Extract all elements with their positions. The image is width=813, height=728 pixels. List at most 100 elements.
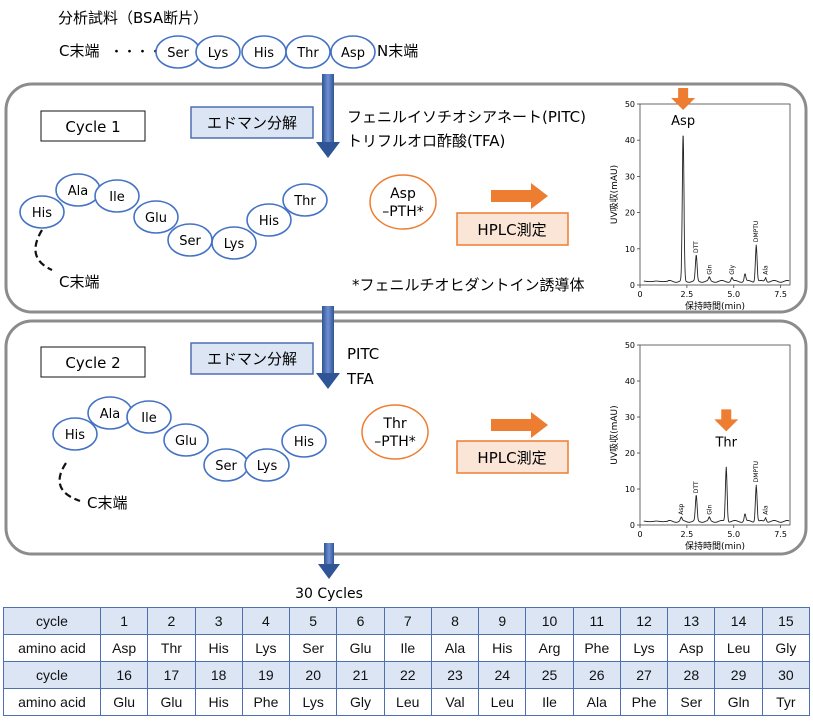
sample-n-term: N末端 (377, 42, 418, 60)
amino-acid-cell: Ala (430, 634, 480, 662)
peak-apex (755, 484, 757, 486)
y-tick-label: 10 (625, 245, 635, 254)
amino-acid-cell: Ser (667, 688, 716, 716)
row-label-amino-acid: amino acid (3, 634, 101, 662)
cycle-number-cell: 6 (336, 607, 385, 635)
highlighted-peak-label: Thr (714, 435, 737, 450)
cycle-number-cell: 12 (619, 607, 669, 635)
x-tick-label: 5.0 (727, 530, 740, 539)
amino-acid-cell: Thr (147, 634, 196, 662)
peak-apex (695, 495, 697, 497)
cycle1-pth-suffix: –PTH* (382, 204, 424, 220)
peak-label: Asp (678, 504, 685, 515)
amino-acid-cell: Glu (147, 688, 196, 716)
cycle2-c-term-tail (58, 462, 81, 503)
cycle1-residue-label: Ala (68, 184, 88, 199)
chromatogram-trace (643, 467, 790, 523)
cycle1-residue-label: Lys (224, 237, 245, 252)
peak-apex (680, 517, 682, 519)
amino-acid-cell: Gly (761, 634, 811, 662)
peak-label: Ala (763, 505, 770, 515)
cycle1-residue-label: His (259, 214, 279, 229)
down-arrow-2 (316, 306, 340, 389)
cycle1-residue-bubble (94, 179, 140, 213)
row-label-amino-acid: amino acid (3, 688, 101, 716)
y-axis-label: UV吸収(mAU) (608, 405, 620, 464)
cycle2-residue-label: Ile (141, 411, 156, 426)
cycle-number-cell: 22 (383, 661, 432, 689)
amino-acid-cell: Asp (99, 634, 149, 662)
y-tick-label: 20 (625, 449, 635, 458)
cycle1-residue-bubble (133, 200, 179, 234)
x-axis-label: 保持時間(min) (685, 540, 745, 552)
cycle2-edman-label: エドマン分解 (207, 350, 297, 368)
sample-dots: ・・・・ (110, 45, 162, 60)
peak-label: DMPTU (753, 221, 760, 242)
cycle1-residue-label: Thr (293, 194, 316, 209)
cycle1-orange-arrow (491, 183, 548, 209)
cycle1-edman-label: エドマン分解 (207, 114, 297, 132)
cycle-number-cell: 20 (289, 661, 338, 689)
sample-residue-label: Thr (296, 46, 319, 61)
cycle2-residue-label: Lys (257, 459, 278, 474)
cycle-number-cell: 2 (147, 607, 196, 635)
sample-residue-label: His (254, 46, 274, 61)
cycle-number-cell: 5 (289, 607, 338, 635)
cycle1-reagent-pitc: フェニルイソチオシアネート(PITC) (347, 108, 586, 126)
down-arrow-3 (318, 543, 340, 579)
cycle2-residue-bubble (244, 448, 290, 482)
cycle-number-cell: 24 (478, 661, 527, 689)
cycle-number-cell: 9 (478, 607, 527, 635)
cycle-number-cell: 13 (667, 607, 716, 635)
x-tick-label: 0 (637, 530, 642, 539)
amino-acid-cell: Leu (714, 634, 763, 662)
amino-acid-cell: Phe (241, 688, 291, 716)
cycle1-pth-amino-acid: Asp (390, 186, 416, 202)
cycle2-residue-label: Ala (100, 407, 120, 422)
cycle2-residue-bubble (281, 424, 327, 458)
amino-acid-cell: Ile (525, 688, 574, 716)
sample-c-term: C末端 (59, 42, 99, 60)
y-tick-label: 40 (625, 136, 635, 145)
cycle2-residue-label: Ser (215, 459, 237, 474)
amino-acid-cell: His (194, 634, 243, 662)
cycle-number-cell: 3 (194, 607, 243, 635)
sample-residue-label: Lys (208, 46, 229, 61)
amino-acid-cell: Leu (383, 688, 432, 716)
x-tick-label: 2.5 (681, 530, 694, 539)
peak-apex (708, 517, 710, 519)
peak-label: Gly (729, 264, 736, 274)
peak-label: DTT (693, 241, 700, 253)
peak-apex (765, 517, 767, 519)
amino-acid-cell: His (478, 634, 527, 662)
cycle1-residue-label: Ser (179, 234, 201, 249)
amino-acid-cell: Ala (572, 688, 621, 716)
amino-acid-cell: Ile (383, 634, 432, 662)
cycle-number-cell: 18 (194, 661, 243, 689)
cycle2-residue-bubble (163, 423, 209, 457)
cycle-number-cell: 29 (714, 661, 763, 689)
cycle2-hplc-box (456, 440, 569, 474)
amino-acid-cell: Lys (241, 634, 291, 662)
x-axis-label: 保持時間(min) (685, 300, 745, 312)
table-row-amino-acid-2: amino acid Glu Glu His Phe Lys Gly Leu V… (3, 688, 811, 716)
cycle-number-cell: 15 (761, 607, 811, 635)
table-row-cycle-1: cycle 1 2 3 4 5 6 7 8 9 10 11 12 13 14 1… (3, 607, 811, 635)
down-arrow-1 (316, 74, 340, 158)
cycle1-edman-box (190, 106, 314, 139)
cycle2-residue-bubble (52, 417, 98, 451)
cycle-number-cell: 23 (430, 661, 480, 689)
amino-acid-cell: His (194, 688, 243, 716)
cycle1-c-term-tail (34, 229, 53, 272)
row-label-cycle: cycle (3, 661, 101, 689)
cycle2-residue-label: Glu (175, 434, 197, 449)
peak-highlight-arrow (671, 88, 696, 110)
x-tick-label: 7.5 (774, 290, 787, 299)
cycle1-reagent-tfa: トリフルオロ酢酸(TFA) (347, 132, 505, 150)
cycle2-edman-box (190, 342, 314, 375)
sample-residue-bubble (195, 35, 241, 69)
y-tick-label: 0 (630, 521, 635, 530)
peak-apex (744, 513, 746, 515)
peak-label: DMPTU (753, 461, 760, 482)
